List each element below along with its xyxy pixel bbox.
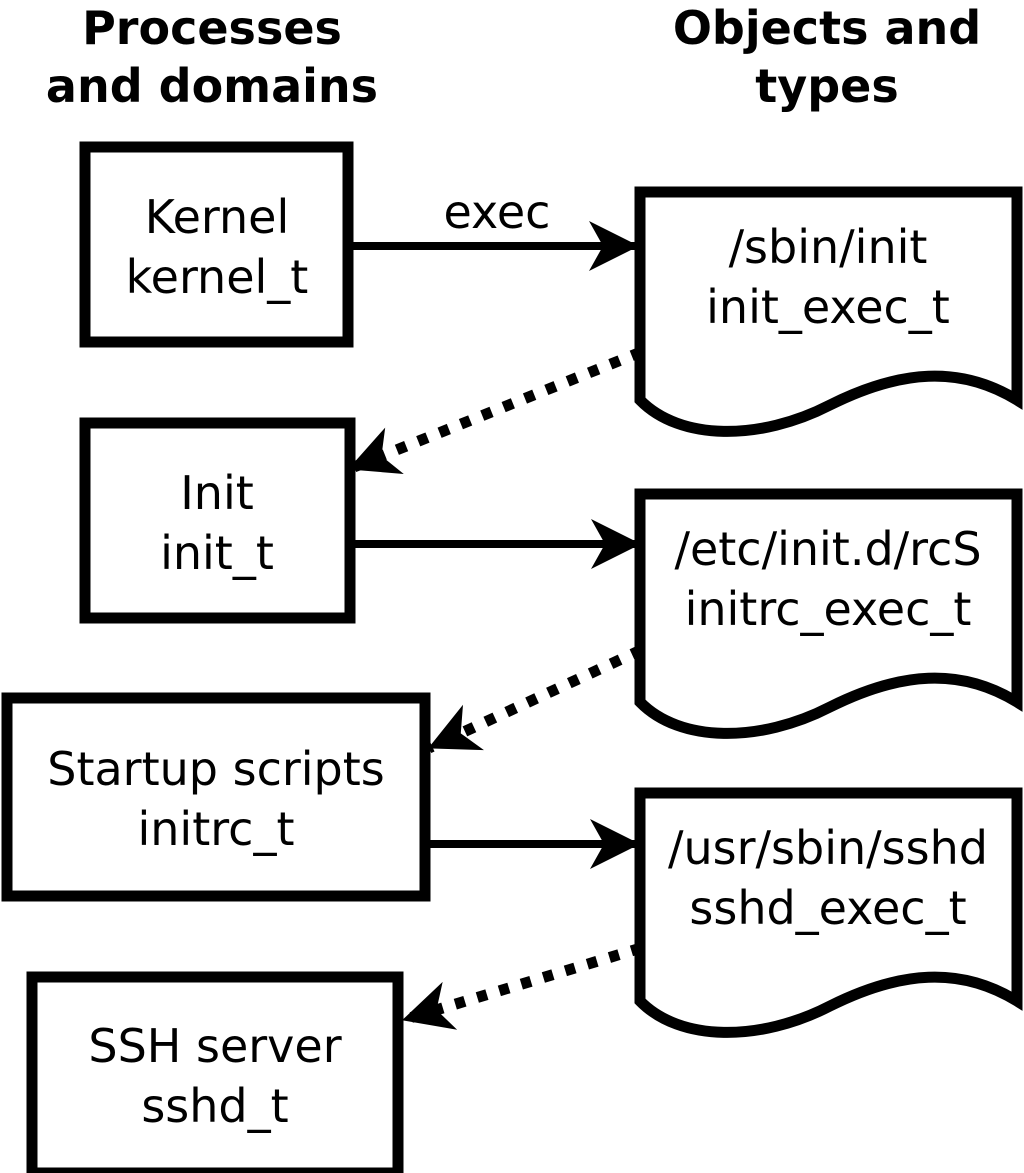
object-sshd-type: sshd_exec_t	[689, 881, 966, 935]
object-doc-etc-initd-rcs	[634, 488, 1023, 739]
object-sbin-init-type: init_exec_t	[706, 280, 950, 334]
process-kernel-type: kernel_t	[126, 250, 309, 304]
exec-arrow-label: exec	[444, 185, 551, 239]
process-init-name: Init	[180, 466, 254, 520]
object-sbin-init-path: /sbin/init	[729, 220, 928, 274]
header-processes-line1: Processes	[82, 1, 342, 55]
transition-arrow-init-exec-to-init	[346, 346, 644, 475]
object-doc-usr-sbin-sshd	[634, 787, 1023, 1038]
process-ssh-server-name: SSH server	[88, 1019, 341, 1073]
header-objects-line1: Objects and	[673, 1, 981, 55]
object-rcs-path: /etc/init.d/rcS	[674, 522, 981, 576]
process-kernel-name: Kernel	[145, 190, 290, 244]
header-processes-line2: and domains	[46, 59, 378, 113]
process-init-type: init_t	[160, 526, 274, 580]
transition-arrow-sshd-exec-to-sshd	[401, 942, 643, 1030]
header-objects-line2: types	[755, 59, 898, 113]
process-box-startup-scripts	[1, 692, 431, 902]
process-box-init	[79, 417, 356, 624]
object-rcs-type: initrc_exec_t	[685, 582, 972, 636]
process-box-ssh-server	[26, 971, 404, 1173]
process-ssh-server-type: sshd_t	[141, 1079, 288, 1133]
process-box-kernel	[79, 141, 354, 348]
object-doc-sbin-init	[634, 186, 1023, 437]
process-startup-scripts-type: initrc_t	[138, 802, 295, 856]
transition-arrow-initrc-exec-to-initrc	[426, 645, 644, 753]
object-sshd-path: /usr/sbin/sshd	[668, 821, 988, 875]
process-startup-scripts-name: Startup scripts	[47, 742, 385, 796]
